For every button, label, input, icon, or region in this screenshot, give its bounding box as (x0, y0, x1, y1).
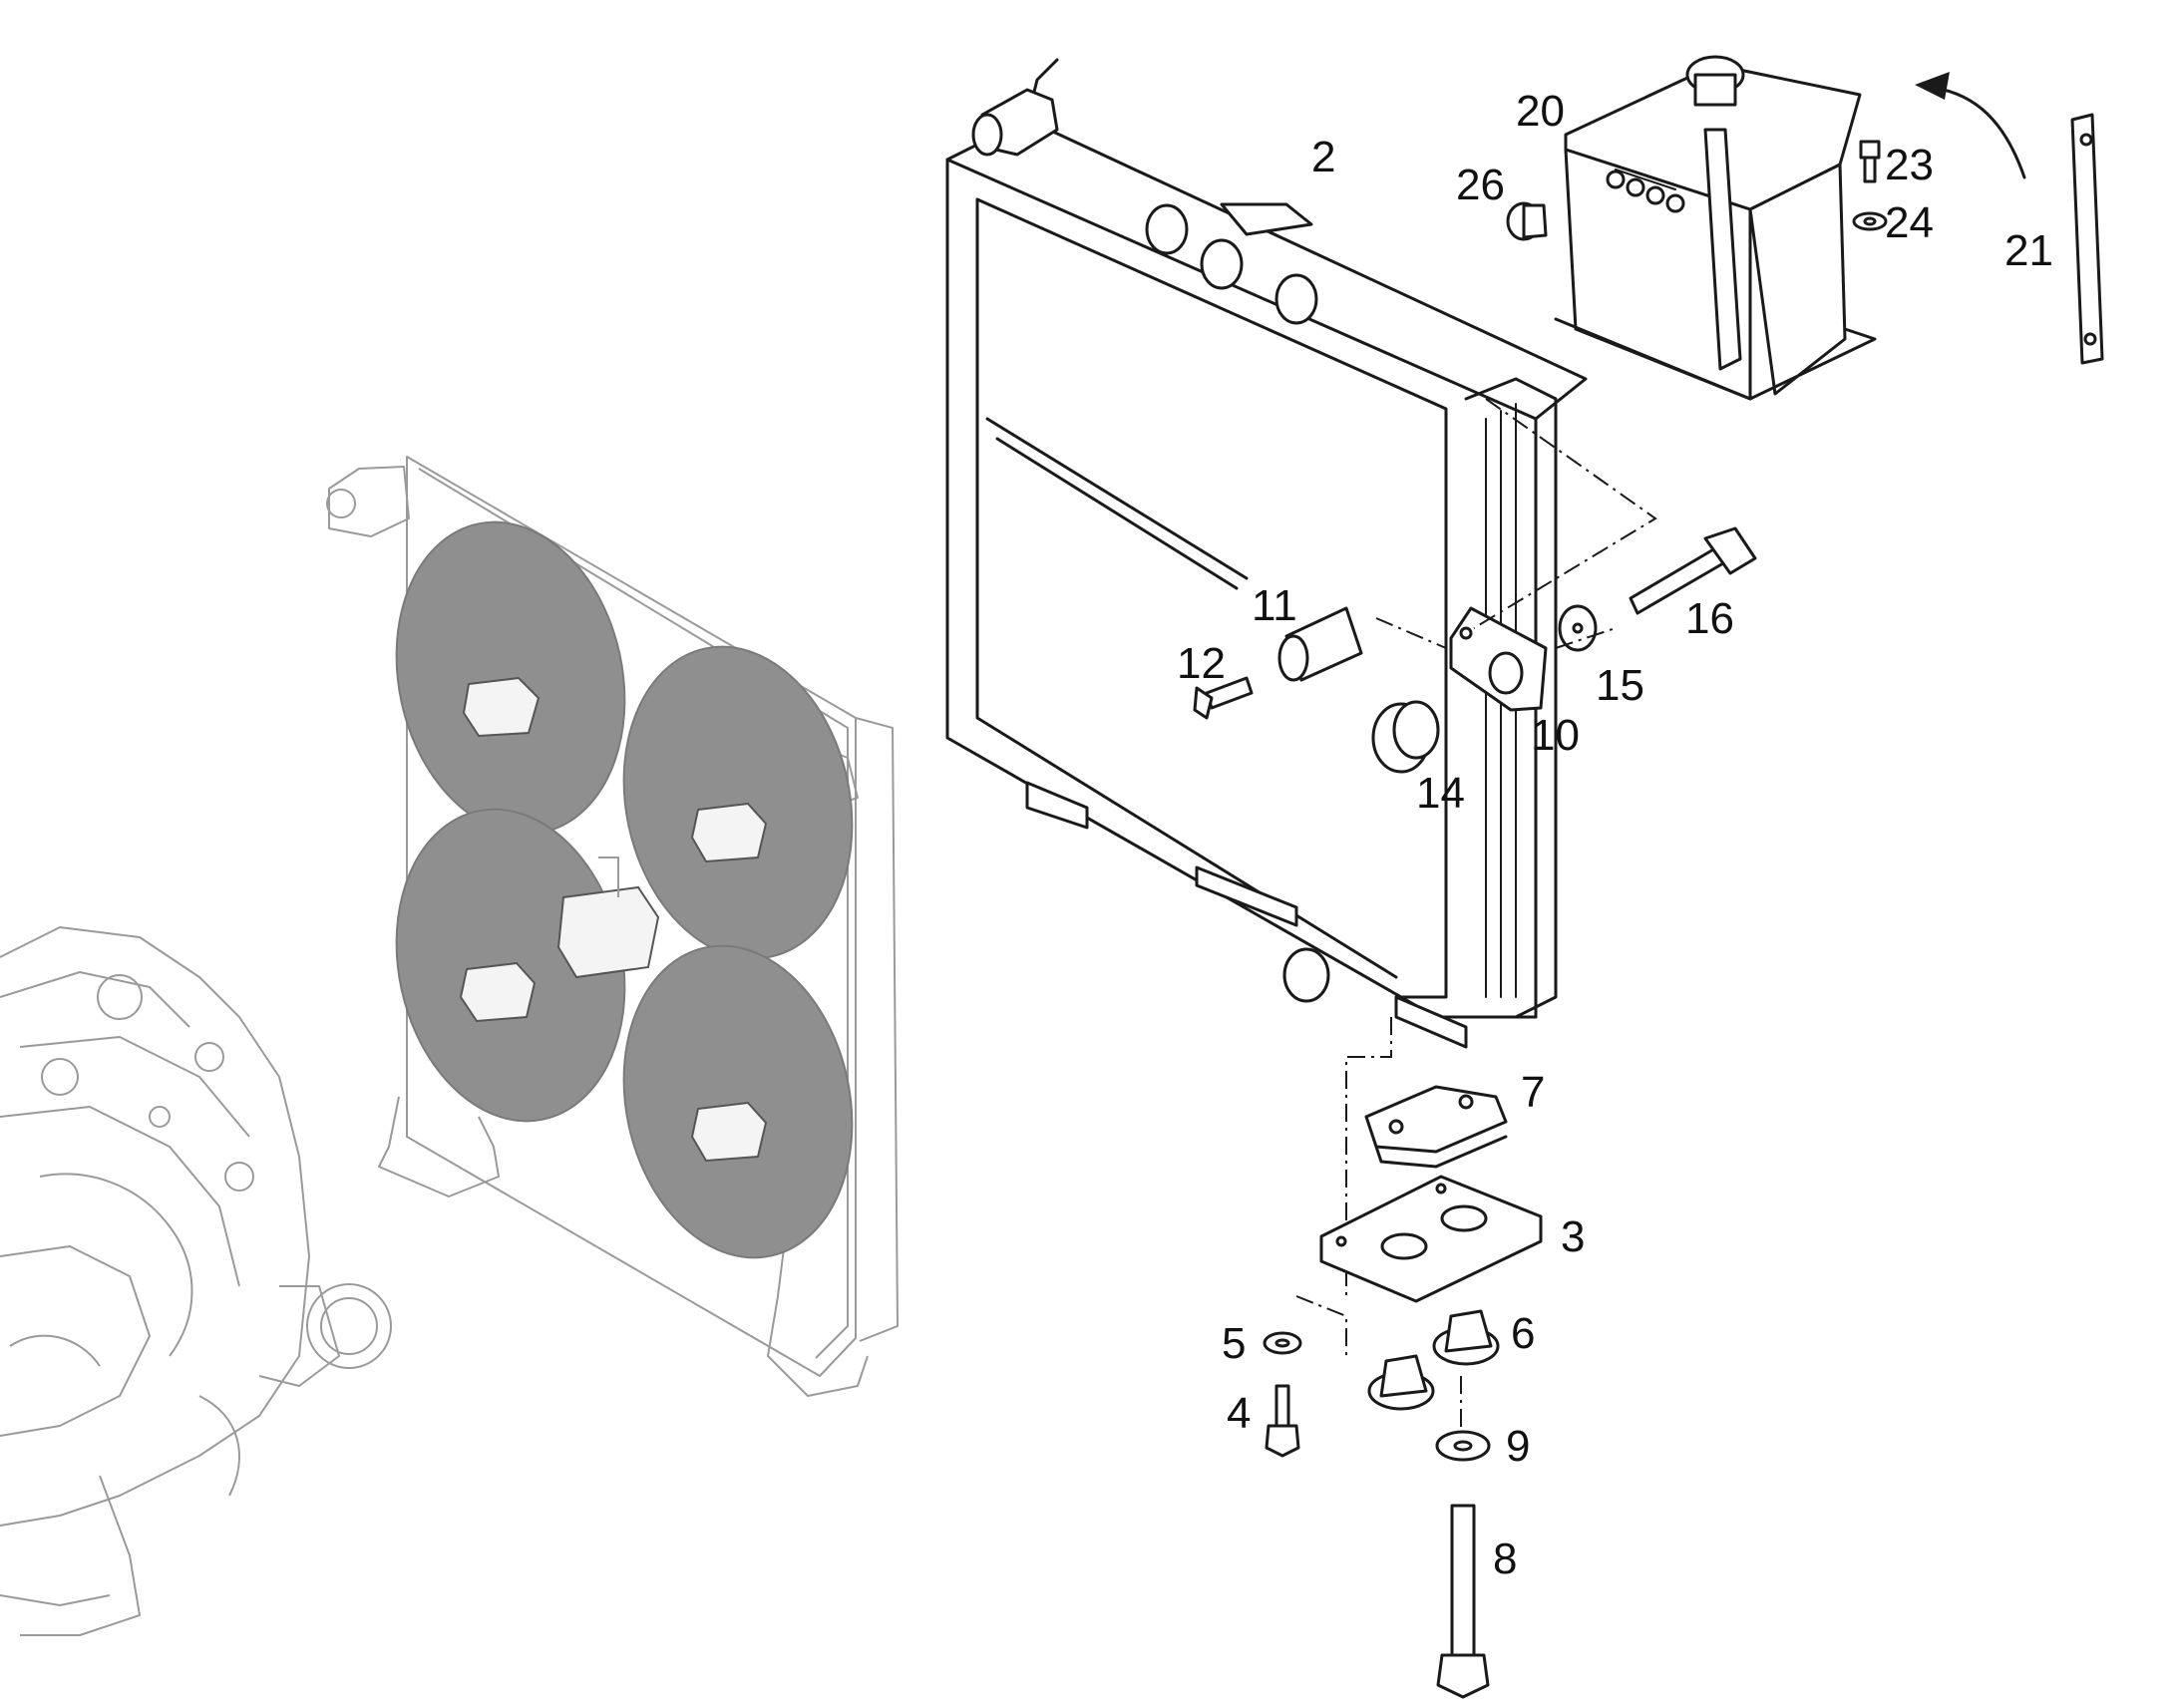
plug-part-26 (1506, 201, 1548, 241)
fan-lower-right (622, 944, 854, 1259)
callout-26: 26 (1456, 161, 1505, 209)
bolt-part-23 (1859, 140, 1881, 183)
bolt-part-16 (1629, 526, 1757, 615)
callout-10: 10 (1531, 711, 1580, 760)
callout-21: 21 (2004, 226, 2053, 275)
alignment-line-lower (1345, 1017, 1392, 1296)
expansion-tank (1554, 55, 1877, 401)
bracket-part-10 (1449, 606, 1548, 712)
fan-frame (326, 456, 899, 1397)
callout-11: 11 (1252, 581, 1297, 630)
radiator (945, 58, 1588, 1049)
washer-part-5 (1263, 1331, 1302, 1355)
alignment-line-mid2 (1555, 627, 1617, 649)
callout-2: 2 (1311, 133, 1335, 181)
callout-3: 3 (1561, 1212, 1585, 1261)
bolt-part-4 (1265, 1384, 1300, 1458)
callout-5: 5 (1222, 1319, 1246, 1368)
alignment-line-washer5 (1295, 1295, 1347, 1356)
callout-15: 15 (1596, 661, 1644, 710)
callout-9: 9 (1506, 1422, 1530, 1471)
callout-4: 4 (1227, 1389, 1251, 1438)
callout-labels: 2 20 26 23 24 21 11 12 16 15 10 14 7 3 5… (1177, 87, 2053, 1583)
rotation-arrow (1915, 72, 2026, 179)
washer-part-24 (1852, 211, 1888, 231)
alignment-line-mid (1375, 617, 1447, 649)
bolt-part-12 (1193, 676, 1254, 720)
mount-part-6 (1367, 1309, 1500, 1411)
engine-assembly (0, 926, 392, 1636)
pad-part-7 (1364, 1085, 1508, 1169)
callout-16: 16 (1685, 594, 1734, 643)
bolt-part-8 (1436, 1504, 1490, 1699)
plate-part-3 (1319, 1175, 1543, 1303)
grommet-part-14 (1371, 700, 1440, 774)
alignment-line-upper (1473, 398, 1657, 629)
callout-23: 23 (1885, 141, 1934, 189)
callout-14: 14 (1416, 769, 1465, 818)
washer-part-15 (1558, 604, 1598, 652)
callout-24: 24 (1885, 198, 1934, 247)
strap-part-21 (2070, 113, 2104, 365)
callout-8: 8 (1493, 1535, 1517, 1583)
callout-12: 12 (1177, 639, 1226, 688)
callout-7: 7 (1521, 1068, 1545, 1117)
fan-upper-right (622, 645, 854, 960)
callout-20: 20 (1516, 87, 1565, 136)
spacer-part-11 (1277, 606, 1363, 682)
callout-6: 6 (1511, 1309, 1535, 1358)
washer-part-9 (1435, 1430, 1491, 1462)
